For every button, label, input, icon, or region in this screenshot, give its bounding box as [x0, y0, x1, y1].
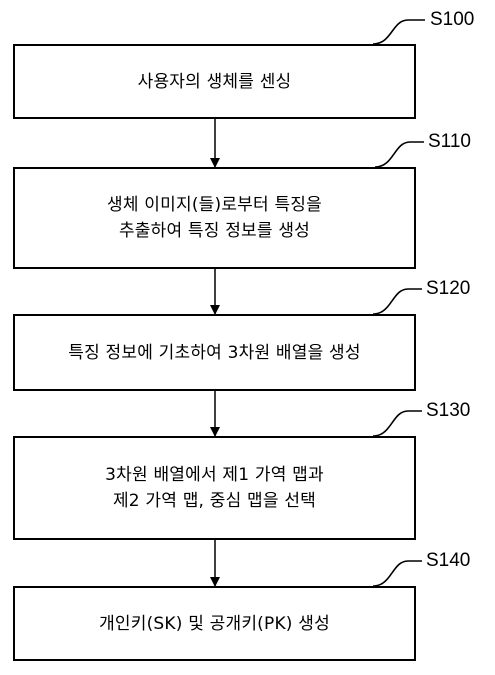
step-box-s100: 사용자의 생체를 센싱 [13, 44, 416, 119]
leader-curve-s130 [372, 410, 422, 437]
step-text-line: 특징 정보에 기초하여 3차원 배열을 생성 [68, 342, 361, 363]
step-label-s100: S100 [430, 9, 475, 30]
step-box-s110: 생체 이미지(들)로부터 특징을 추출하여 특징 정보를 생성 [13, 167, 416, 269]
step-box-s140: 개인키(SK) 및 공개키(PK) 생성 [13, 586, 416, 661]
step-text-line: 3차원 배열에서 제1 가역 맵과 [105, 465, 324, 485]
step-text-line: 개인키(SK) 및 공개키(PK) 생성 [99, 613, 330, 634]
step-label-s140: S140 [426, 550, 471, 571]
leader-curve-s100 [372, 19, 425, 45]
step-label-s130: S130 [426, 400, 471, 421]
step-box-s130: 3차원 배열에서 제1 가역 맵과 제2 가역 맵, 중심 맵을 선택 [13, 436, 416, 540]
step-box-s120: 특징 정보에 기초하여 3차원 배열을 생성 [13, 314, 416, 391]
step-text-line: 제2 가역 맵, 중심 맵을 선택 [112, 491, 317, 511]
step-text-line: 추출하여 특징 정보를 생성 [118, 221, 311, 241]
leader-curve-s110 [374, 141, 424, 168]
leader-curve-s120 [372, 288, 422, 315]
step-label-s120: S120 [426, 278, 471, 299]
leader-curve-s140 [372, 560, 422, 587]
step-text-line: 사용자의 생체를 센싱 [137, 71, 292, 92]
step-text-line: 생체 이미지(들)로부터 특징을 [107, 195, 322, 215]
step-label-s110: S110 [428, 131, 471, 152]
